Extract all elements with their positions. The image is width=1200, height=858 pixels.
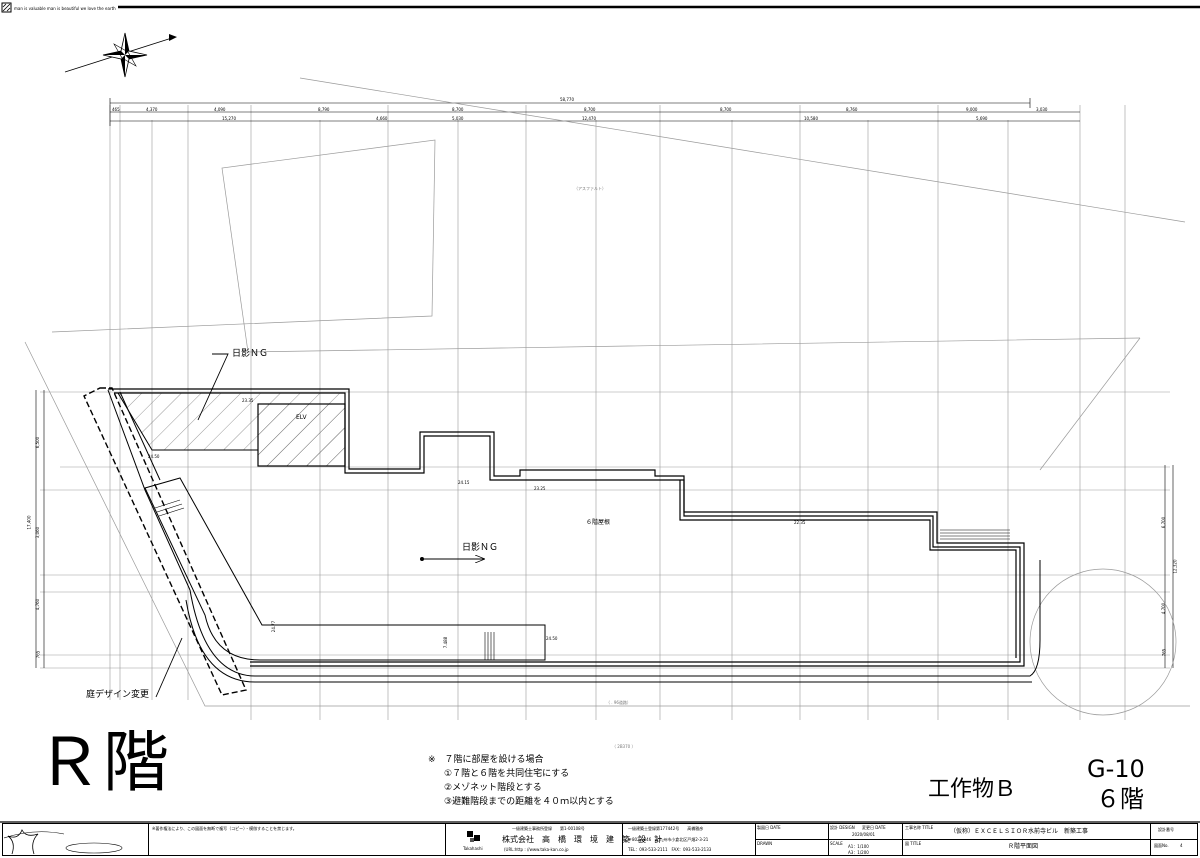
dim-top-8: 9,000	[966, 107, 978, 112]
stair-lines	[154, 499, 1010, 660]
diagonal-ramp	[107, 389, 1041, 683]
dim-right-3: 765	[1161, 648, 1167, 657]
dim-top-5: 8,700	[584, 107, 596, 112]
note-item-1: ①７階と６階を共同住宅にする	[444, 769, 570, 779]
level-1: 24.50	[148, 454, 160, 459]
firm-license-1: 一級建築士事務所登録 第1-00108号	[512, 826, 585, 831]
notes-title: ※ ７階に部屋を設ける場合	[428, 755, 544, 765]
date-label: 変更日 DATE	[862, 825, 886, 830]
firm-logo-text: Takahashi	[463, 846, 483, 851]
dim-mid-4: 10,580	[804, 116, 818, 121]
elevator-label: ELV	[296, 414, 307, 421]
dim-mid-1: 4,660	[376, 116, 388, 121]
drawing-label: 図 TITLE	[905, 841, 922, 846]
side-dimension-lines	[35, 390, 1174, 668]
shadow-ng-label-top: 日影ＮＧ	[232, 349, 269, 359]
shadow-ng-label-center: 日影ＮＧ	[462, 543, 499, 553]
structure-label: 工作物Ｂ	[928, 777, 1017, 802]
overall-dimension: 58,770	[560, 97, 574, 102]
date-value: 2020/08/01	[852, 832, 876, 837]
leader-garden-change	[155, 637, 183, 698]
floor-mark: Ｒ階	[36, 724, 170, 801]
dim-left-2: 3,060	[35, 526, 41, 539]
garden-dashed-outline	[83, 387, 247, 696]
dim-left-0: 17,400	[26, 515, 32, 530]
dim-top-4: 8,700	[452, 107, 464, 112]
garden-change-label: 庭デザイン変更	[86, 690, 150, 700]
project-label: 工事名称 TITLE	[905, 825, 934, 830]
level-0: 23.35	[242, 398, 254, 403]
dim-right-1: 12,320	[1172, 559, 1178, 574]
dim-mid-3: 12,470	[582, 116, 596, 121]
dim-mid-2: 5,030	[452, 116, 464, 121]
dim-mid-0: 15,270	[222, 116, 236, 121]
drawn-label: DRAWN	[757, 841, 773, 846]
dim-left-3: 4,760	[35, 598, 41, 611]
level-7: 7.488	[443, 636, 449, 649]
dim-top-6: 8,700	[720, 107, 732, 112]
tree-emblem-icon	[4, 829, 123, 855]
faint-label-south-2: （ 2B370 ）	[612, 744, 636, 749]
dim-top-9: 3,030	[1036, 107, 1048, 112]
firm-tel: TEL：093-533-2111 FAX：093-533-2133	[628, 847, 712, 852]
copyright-warning: ※著作権法により、この図面を無断で複写（コピー）・模倣することを禁じます。	[152, 826, 297, 831]
tagline: man is valuable man is beautiful we love…	[14, 6, 116, 11]
design-date-label: 製図日 DATE	[757, 825, 781, 830]
firm-url: (URL:http : //www.taka-kan.co.jp	[504, 847, 569, 852]
dim-top-1: 4,370	[146, 107, 158, 112]
level-4: 22.35	[794, 520, 806, 525]
top-dimension-lines	[109, 98, 1080, 126]
sheet-floor: ６階	[1096, 785, 1144, 813]
roof-6f-label: ６階屋根	[586, 519, 611, 526]
building-outline	[108, 388, 1025, 667]
dim-left-1: 6,500	[35, 436, 41, 449]
number-label: 設計番号	[1158, 827, 1174, 832]
dim-top-7: 8,760	[846, 107, 858, 112]
level-2: 24.15	[458, 480, 470, 485]
faint-label-south-1: （ . 96道路）	[606, 700, 631, 705]
leader-shadow-ng	[197, 353, 229, 421]
note-item-3: ③避難階段までの距離を４０ｍ以内とする	[444, 797, 614, 807]
firm-mark-icon	[467, 831, 480, 842]
dim-top-2: 4,090	[214, 107, 226, 112]
north-arrow-icon	[64, 32, 177, 78]
sheet-no-label: 図面No.	[1154, 843, 1169, 848]
drawing-name: Ｒ階平面図	[1008, 843, 1039, 850]
grid-lines	[109, 105, 1126, 720]
firm-logo-icon	[1, 2, 12, 13]
level-5: 24.50	[546, 636, 558, 641]
level-6: 24.77	[271, 620, 277, 633]
dim-top-0: 465	[112, 107, 120, 112]
dim-top-3: 8,790	[318, 107, 330, 112]
dim-left-4: 765	[35, 650, 41, 659]
design-by-label: 設計 DESIGN	[830, 825, 855, 830]
elevator-box	[257, 403, 346, 467]
firm-name: 株式会社 高 橋 環 境 建 築 設 計	[502, 835, 662, 844]
dim-right-2: 4,700	[1161, 602, 1167, 615]
note-item-2: ②メゾネット階段とする	[444, 783, 542, 793]
sheet-no-value: 4	[1180, 843, 1183, 848]
dim-right-0: 6,700	[1161, 516, 1167, 529]
site-boundary	[24, 77, 1190, 716]
scale-a1: A1：1/100	[848, 844, 869, 849]
project-name: （仮称）ＥＸＣＥＬＳＩＯＲ水前寺ビル 新築工事	[950, 828, 1089, 835]
sheet-code: G-10	[1087, 755, 1145, 783]
level-3: 23.25	[534, 486, 546, 491]
faint-label-north: （アスファルト）	[574, 186, 606, 191]
firm-license-2: 一級建築士登録第177442号 高橋雅彦	[628, 826, 704, 831]
firm-address: 〒802-0846 北九州市小倉北区戸畑2-3-21	[628, 837, 709, 842]
dim-mid-5: 5,690	[976, 116, 988, 121]
scale-a3: A3：1/200	[848, 850, 869, 855]
scale-label: SCALE	[830, 841, 843, 846]
arrow-right-icon	[420, 557, 484, 561]
